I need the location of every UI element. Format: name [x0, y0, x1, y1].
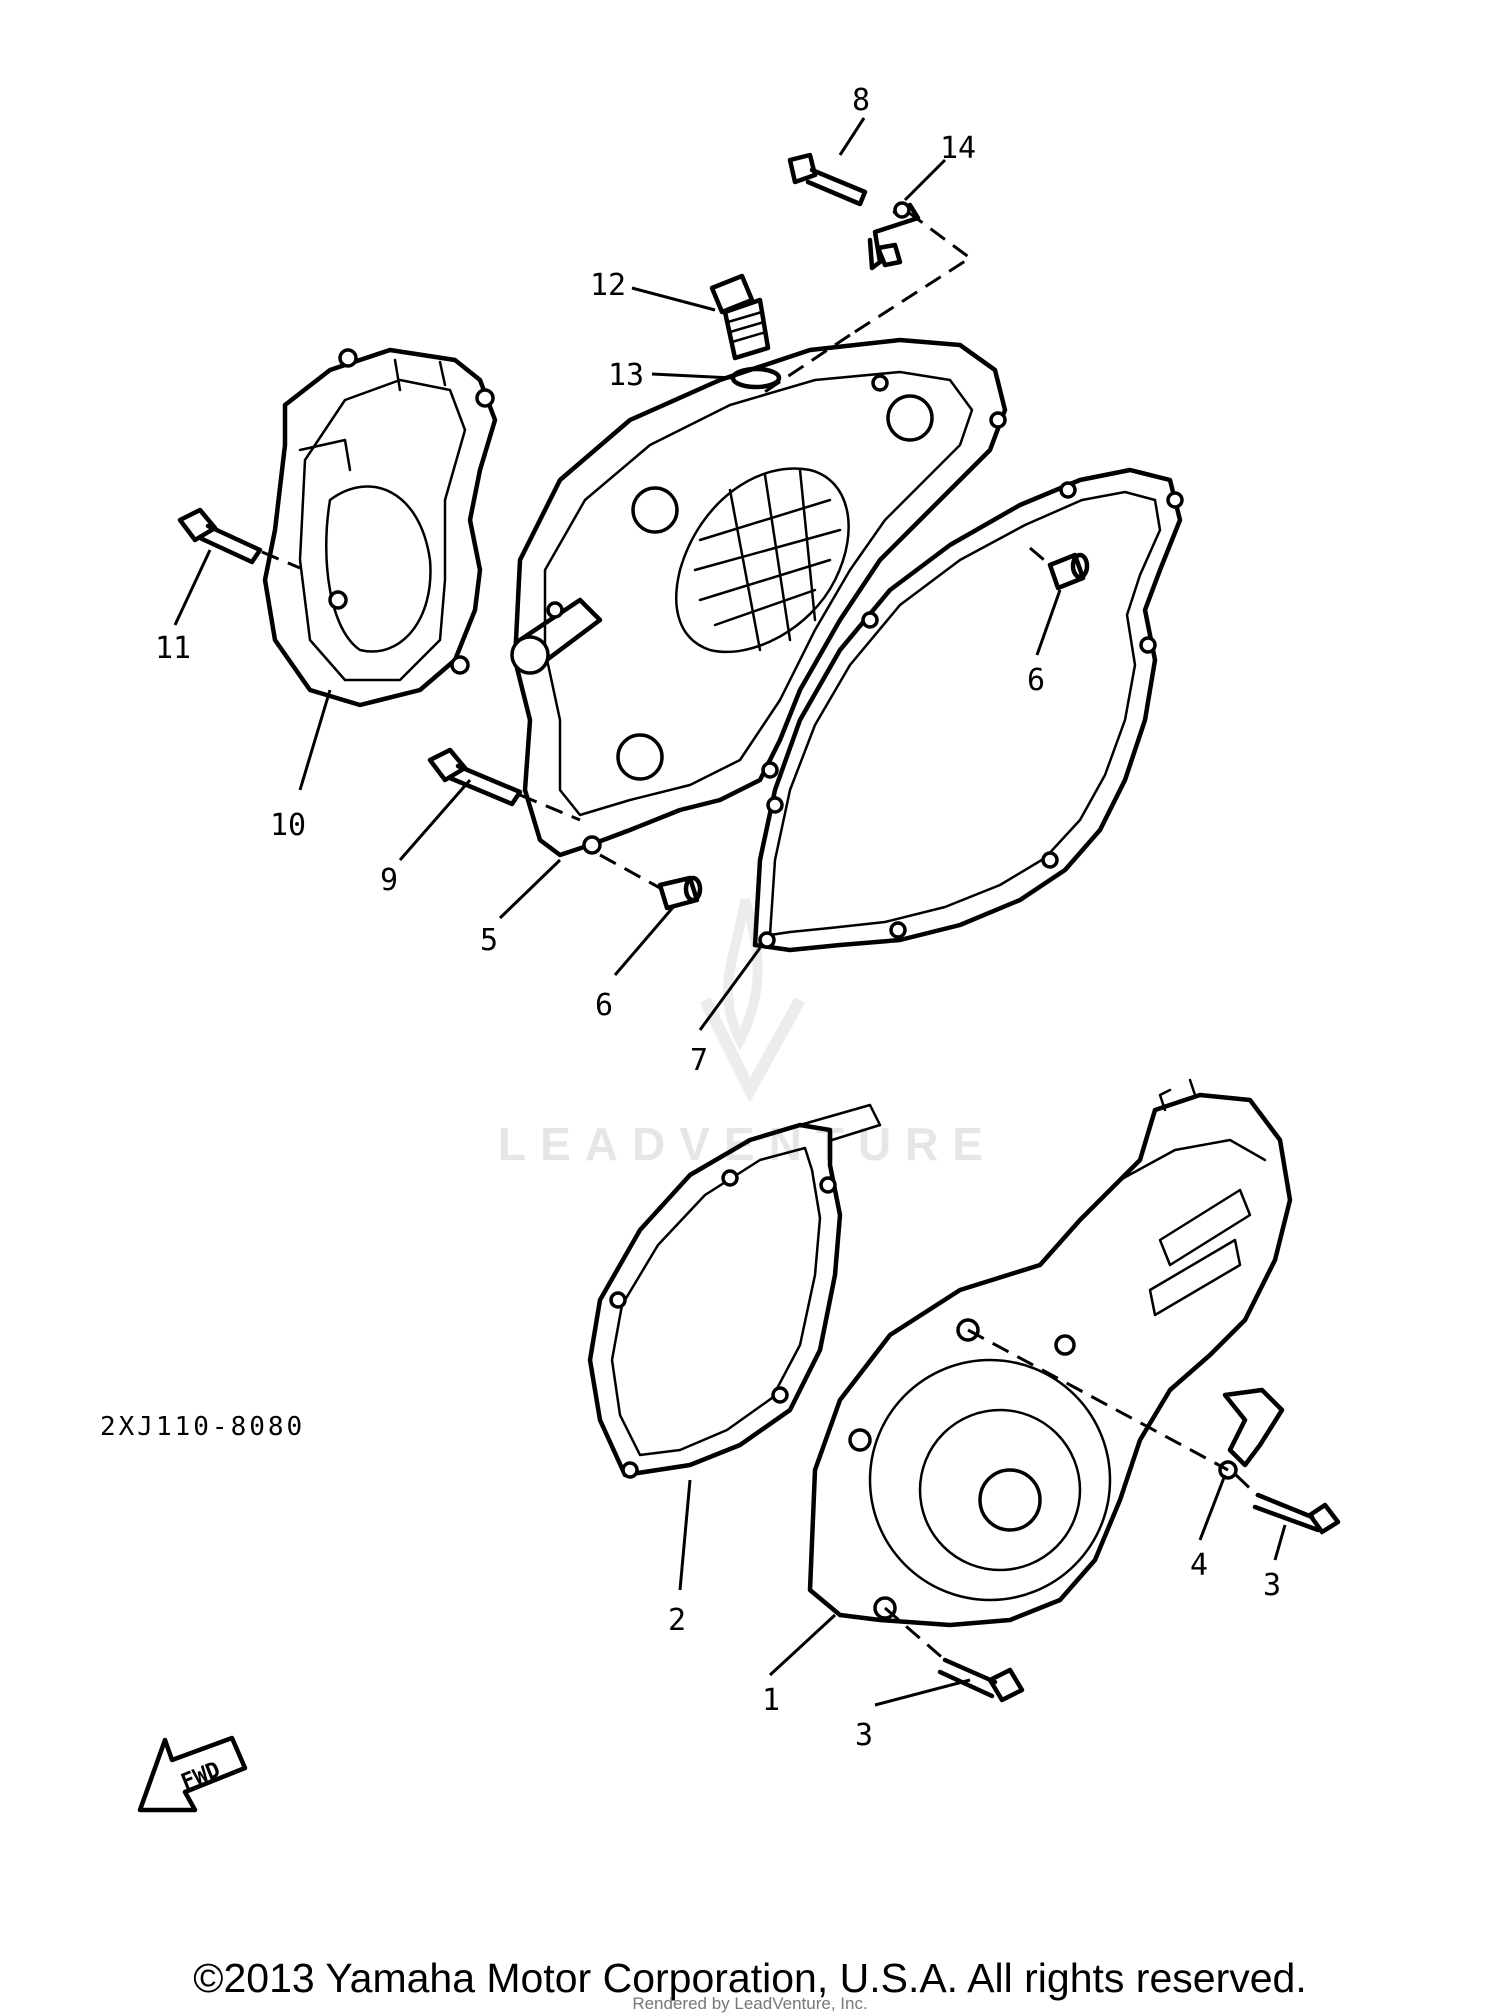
callout-5: 5	[480, 923, 498, 958]
callout-10: 10	[270, 808, 306, 843]
copyright-notice: ©2013 Yamaha Motor Corporation, U.S.A. A…	[193, 1955, 1307, 2001]
part-code: 2XJ110-8080	[100, 1412, 306, 1442]
callout-numbers: 8 14 12 13 11 10 9 5 6 6 7 2 1 4 3 3	[155, 83, 1281, 1753]
part-5-crankcase-cover	[510, 337, 1008, 858]
callout-14: 14	[940, 131, 976, 166]
callout-6-upper: 6	[1027, 663, 1045, 698]
part-3-bolt-lower	[937, 1657, 1025, 1703]
part-12-oil-plug	[709, 273, 771, 361]
part-3-bolt-right	[1252, 1492, 1341, 1535]
callout-3-right: 3	[1263, 1568, 1281, 1603]
callout-2: 2	[668, 1603, 686, 1638]
fwd-label: FWD	[178, 1757, 224, 1795]
part-1-left-cover	[807, 1078, 1293, 1628]
leader-lines	[173, 117, 1287, 1707]
part-9-bolt	[427, 747, 523, 807]
part-11-bolt	[177, 507, 263, 565]
part-6-dowel-lower	[657, 875, 703, 911]
callout-8: 8	[852, 83, 870, 118]
fwd-arrow-icon: FWD	[137, 1735, 248, 1813]
callout-4: 4	[1190, 1548, 1208, 1583]
leadventure-watermark: LEADVENTURE	[498, 898, 983, 1170]
callout-12: 12	[590, 268, 626, 303]
assembly-dash-lines	[261, 210, 1260, 1662]
callout-11: 11	[155, 631, 191, 666]
callout-3-lower: 3	[855, 1718, 873, 1753]
part-2-gasket	[587, 1103, 882, 1479]
callout-7: 7	[690, 1043, 708, 1078]
part-14-clamp	[867, 201, 921, 271]
rendered-by-notice: Rendered by LeadVenture, Inc.	[632, 1994, 868, 2013]
part-10-side-cover	[262, 347, 498, 708]
callout-6-lower: 6	[595, 988, 613, 1023]
callout-13: 13	[608, 358, 644, 393]
part-7-gasket	[752, 467, 1184, 953]
callout-9: 9	[380, 863, 398, 898]
part-6-dowel-upper	[1047, 552, 1090, 591]
callout-1: 1	[762, 1683, 780, 1718]
part-13-o-ring	[730, 366, 782, 390]
part-4-clamp	[1218, 1387, 1285, 1480]
part-8-bolt	[787, 152, 868, 207]
